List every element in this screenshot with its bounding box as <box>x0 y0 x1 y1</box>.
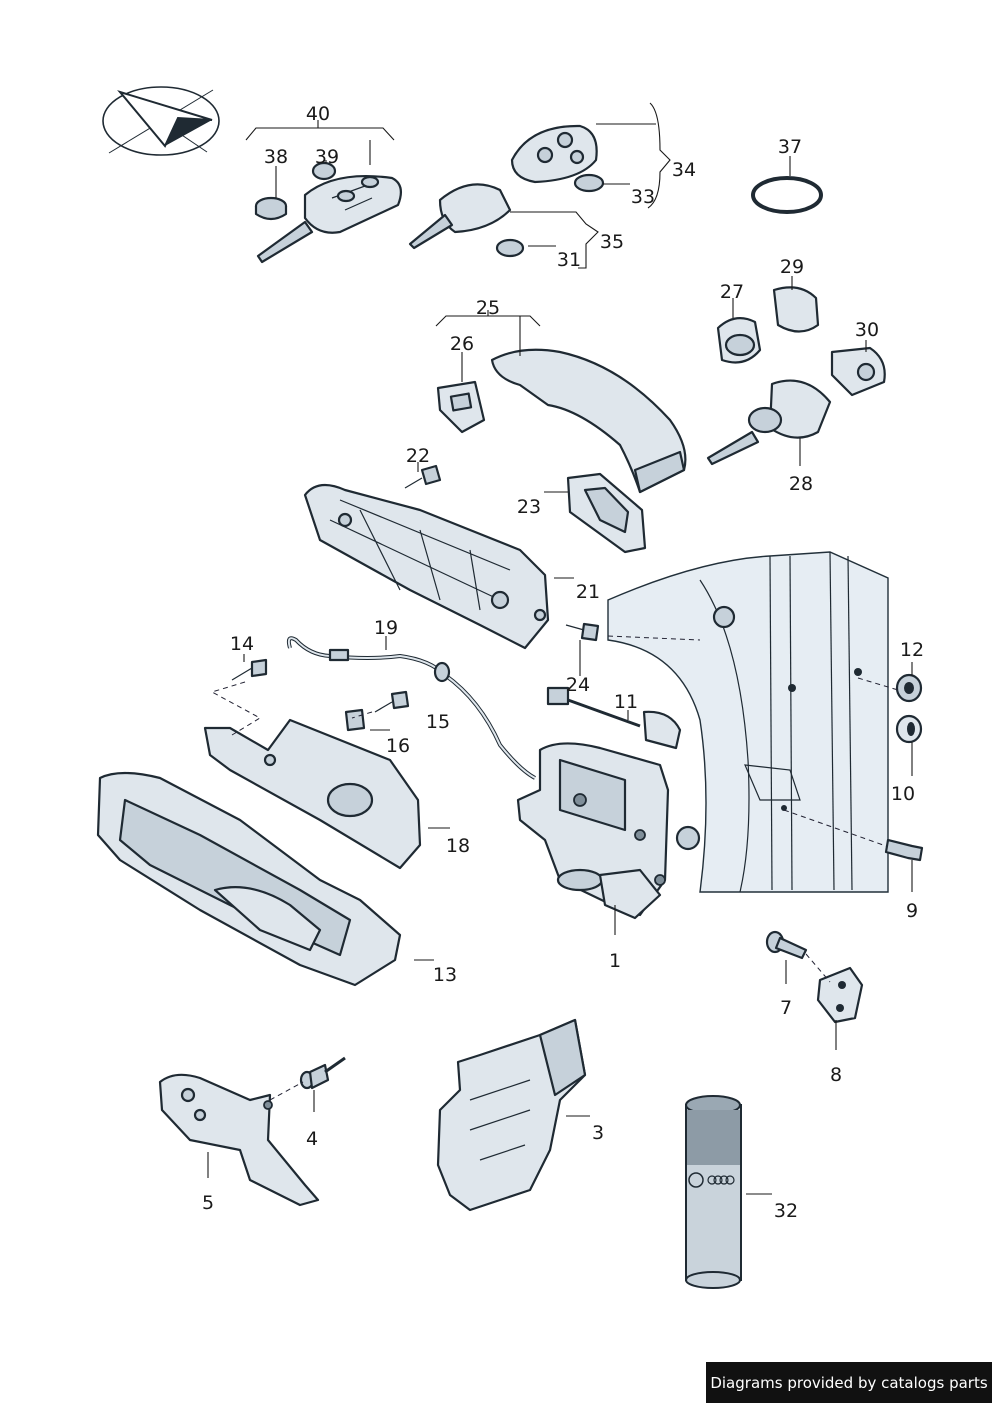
part-40-flip-key <box>256 175 403 264</box>
part-35-key-blade <box>408 183 512 250</box>
label-3: 3 <box>592 1122 604 1144</box>
part-12-grommet <box>895 673 923 703</box>
part-1-door-lock <box>516 742 670 920</box>
part-19-cable <box>286 636 536 780</box>
part-33-battery <box>573 173 605 193</box>
label-28: 28 <box>789 473 813 495</box>
part-5-bracket <box>158 1073 320 1207</box>
label-14: 14 <box>230 633 254 655</box>
label-25: 25 <box>476 297 500 319</box>
label-34: 34 <box>672 159 696 181</box>
label-7: 7 <box>780 997 792 1019</box>
part-37-o-ring <box>751 176 823 214</box>
part-39-key-logo <box>311 161 337 181</box>
part-8-striker-plate <box>816 966 864 1024</box>
label-26: 26 <box>450 333 474 355</box>
label-35: 35 <box>600 231 624 253</box>
part-25-outer-handle <box>490 348 687 494</box>
label-8: 8 <box>830 1064 842 1086</box>
part-30-bracket <box>830 346 886 397</box>
label-11: 11 <box>614 691 638 713</box>
part-31-logo-disc <box>495 238 525 258</box>
part-10-grommet <box>895 714 923 744</box>
label-40: 40 <box>306 103 330 125</box>
label-33: 33 <box>631 186 655 208</box>
label-16: 16 <box>386 735 410 757</box>
label-31: 31 <box>557 249 581 271</box>
part-21-handle-carrier <box>303 483 550 650</box>
label-29: 29 <box>780 256 804 278</box>
part-16-clip <box>344 708 366 732</box>
label-30: 30 <box>855 319 879 341</box>
label-4: 4 <box>306 1128 318 1150</box>
part-23-gasket <box>566 472 647 554</box>
label-27: 27 <box>720 281 744 303</box>
part-7-bolt <box>765 930 808 960</box>
part-34-remote <box>510 124 598 184</box>
part-38-battery <box>254 196 288 221</box>
label-9: 9 <box>906 900 918 922</box>
label-12: 12 <box>900 639 924 661</box>
label-5: 5 <box>202 1192 214 1214</box>
part-32-spray-can <box>685 1095 742 1289</box>
label-13: 13 <box>433 964 457 986</box>
part-18-inner-carrier <box>203 718 422 870</box>
label-32: 32 <box>774 1200 798 1222</box>
footer-credit: Diagrams provided by catalogs parts <box>706 1362 992 1403</box>
part-14-screw <box>231 658 268 681</box>
part-29-trim-cap <box>772 286 820 333</box>
part-4-rivet <box>299 1056 346 1090</box>
label-38: 38 <box>264 146 288 168</box>
four-rings-logo <box>707 1175 735 1185</box>
part-27-cylinder-cap <box>716 317 762 364</box>
label-24: 24 <box>566 674 590 696</box>
part-22-screw <box>404 464 442 489</box>
part-28-lock-cylinder <box>706 379 832 466</box>
label-22: 22 <box>406 445 430 467</box>
orientation-arrow-icon <box>102 86 220 156</box>
label-10: 10 <box>891 783 915 805</box>
label-23: 23 <box>517 496 541 518</box>
door-panel <box>607 551 889 893</box>
part-26-gasket <box>436 380 486 434</box>
label-37: 37 <box>778 136 802 158</box>
label-15: 15 <box>426 711 450 733</box>
part-9-screw <box>884 838 924 862</box>
label-21: 21 <box>576 581 600 603</box>
part-13-interior-handle <box>96 771 402 987</box>
label-39: 39 <box>315 146 339 168</box>
part-11-sensor <box>546 686 682 750</box>
part-24-screw <box>565 622 600 642</box>
part-3-cover <box>436 1018 587 1212</box>
part-15-screw <box>374 690 410 713</box>
label-18: 18 <box>446 835 470 857</box>
label-1: 1 <box>609 950 621 972</box>
label-19: 19 <box>374 617 398 639</box>
